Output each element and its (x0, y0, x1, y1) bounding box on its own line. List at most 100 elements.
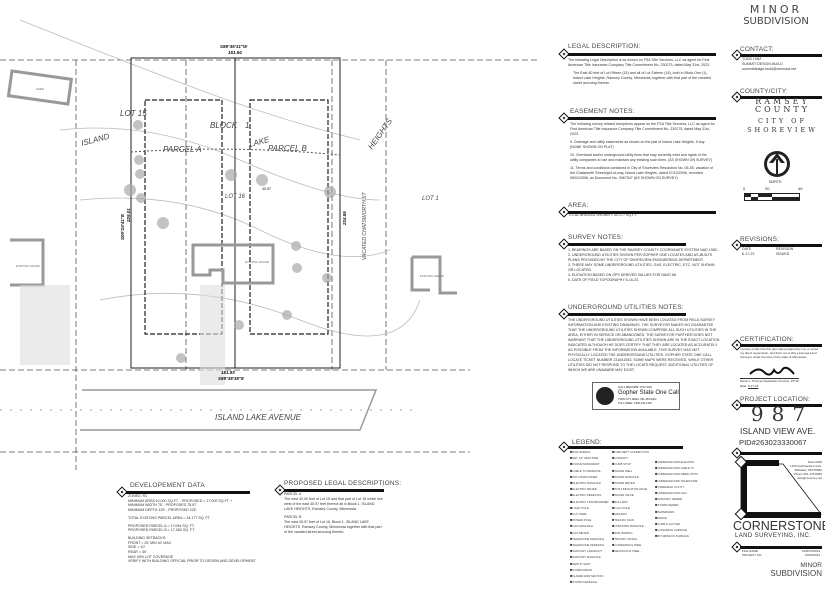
survey-notes-list: 1. BEARINGS ARE BASED ON THE RAMSEY COUN… (568, 248, 718, 283)
scale-tick: 40 (798, 186, 803, 191)
development-line: SIDE = 10' (128, 545, 146, 550)
file-label: FILE NAME (742, 549, 758, 553)
distance-east: 224.86 (342, 211, 347, 226)
legend-item: BITUMINOUS SURFACE (655, 533, 698, 539)
parcel-b-text: The east 45.97 feet of Lot 16, Block 1, … (284, 520, 382, 534)
company-sub: LAND SURVEYING, INC. (735, 533, 812, 539)
legend-col2: FIRE DEPT. CONNECTIONHYDRANTCURB STOPWAT… (612, 449, 649, 554)
easement-text: The following survey related exceptions … (570, 122, 715, 184)
legend-item: SEPTIC VENT (570, 561, 609, 567)
label-lot16: LOT 16 (225, 194, 246, 200)
legend-item: OVERHEAD UTILITY (655, 484, 698, 490)
scale-tick: 0 (743, 186, 746, 191)
address-line: dan@cssurvey.net (797, 476, 822, 480)
legend-item: LIGHT POLE (570, 505, 609, 511)
legend-item: TRAFFIC SIGNAL (612, 536, 649, 542)
legend-item: CABLE TV PEDESTAL (570, 468, 609, 474)
parcel-a-text: The east 40.00 feet of Lot 15 and that p… (284, 497, 383, 511)
legend-item: GUY WIRE (570, 511, 609, 517)
legend-col1: SOIL BORINGSET 1/2" IRON PIPEFOUND MONUM… (570, 449, 609, 585)
development-line: MINIMUM WIDTH 75' - PROPOSED 75.97' (128, 503, 197, 508)
address-line: Suite #200 (807, 460, 822, 464)
shed-label: SHED (36, 87, 44, 91)
legend-item: STORM DRAIN (570, 567, 609, 573)
development-line: MAX 40% LOT COVERAGE (128, 554, 174, 559)
legend-item: HYDRANT (612, 455, 649, 461)
development-line: REAR = 30' (128, 550, 147, 555)
legend-item: CURB & GUTTER (655, 521, 698, 527)
legend-item: TELEPHONE PEDESTAL (570, 542, 609, 548)
legend-item: UNDERGROUND ELECTRIC (655, 459, 698, 465)
certification-heading: CERTIFICATION: (740, 336, 794, 343)
legend-item: GAS METER (570, 530, 609, 536)
development-line: PROPOSED PARCEL B = 17,083 SQ. FT. (128, 528, 196, 533)
cert-date: 6-17-23 (748, 384, 759, 388)
divider (568, 313, 686, 316)
legend-item: SANITARY MANHOLE (570, 554, 609, 560)
county-line2: COUNTY (754, 105, 811, 114)
area-heading: AREA: (568, 202, 589, 209)
cornerstone-logo (734, 456, 822, 520)
cert-date-label: Date: (740, 384, 748, 388)
legend-item: SOIL BORING (612, 530, 649, 536)
legend-item: STORM MANHOLE (570, 579, 609, 585)
contact-email: summitdesign-build@comcast.net (742, 67, 796, 71)
easement-intro: The following survey related exceptions … (570, 122, 715, 136)
easement-item: 9. Drainage and utility easements as sho… (570, 140, 706, 149)
survey-notes-heading: SURVEY NOTES: (568, 234, 624, 241)
revisions-heading: REVISIONS: (740, 236, 780, 243)
label-road: ISLAND LAKE AVENUE (215, 413, 302, 422)
legend-item: SANITARY CLEANOUT (570, 548, 609, 554)
rev-date: 6-17-23 (742, 252, 755, 256)
legend-item: FENCE (655, 515, 698, 521)
gopher-small: CALL BEFORE YOU DIG (618, 385, 653, 389)
bearing-north: S89°36'31"W (220, 44, 248, 49)
existing-house-label: EXISTING HOUSE (245, 260, 269, 264)
rev-col-rev: REVISION (776, 247, 794, 251)
legend-item: CONCRETE SURFACE (655, 527, 698, 533)
easement-item: 10. Overhead and/or underground utility … (570, 153, 712, 162)
development-heading: DEVELOPEMENT DATA (130, 482, 205, 489)
legend-item: WATER WELL (612, 468, 649, 474)
legend-col3: UNDERGROUND ELECTRICUNDERGROUND CABLE TV… (655, 459, 698, 540)
gopher-line2: TOLL FREE: 1-800-252-1166 (618, 402, 652, 405)
footer-title: MINOR SUBDIVISION (745, 562, 822, 578)
city-line2: SHOREVIEW (747, 126, 818, 134)
legend-item: BOLLARD (612, 499, 649, 505)
contact-company: SUMMIT DESIGN-BUILD (742, 62, 783, 66)
development-line: BUILDING SETBACKS: (128, 535, 167, 540)
project-no-label: PROJECT NO. (742, 553, 763, 557)
distance-west: 225.01 (126, 208, 131, 223)
survey-note: 2. UNDERGROUND UTILITIES SHOWN PER GOPHE… (568, 253, 713, 262)
legend-item: WATER METER (612, 480, 649, 486)
certification-text: I hereby certify that this plan was prep… (740, 347, 819, 359)
label-lot15: LOT 15 (120, 109, 147, 118)
title-line2: SUBDIVISION (743, 16, 809, 27)
scale-tick: 20 (765, 186, 770, 191)
utilities-text: THE UNDERGROUND UTILITIES SHOWN HAVE BEE… (568, 318, 720, 372)
legend-item: GAS MANHOLE (570, 523, 609, 529)
utilities-heading: UNDERGROUND UTILITIES NOTES: (568, 304, 684, 311)
divider (740, 404, 822, 407)
divider (568, 446, 683, 449)
legend-item: MAILBOX (612, 511, 649, 517)
north-label: NORTH (769, 180, 782, 184)
legal-p2: The East 40 feet of Lot Fifteen (15) and… (573, 71, 711, 85)
legend-item: FLARED END SECTION (570, 573, 609, 579)
file-name: SURVSUM13 (801, 549, 820, 553)
legend-item: ELECTRIC PEDESTAL (570, 492, 609, 498)
distance-south: 151.93 (221, 370, 235, 375)
development-line: PROPOSED PARCEL A = 17,094 SQ. FT. (128, 523, 195, 528)
label-lot1: LOT 1 (422, 196, 439, 202)
development-line: ZONED: R1 (128, 494, 148, 498)
title-line1: MINOR (749, 3, 803, 16)
development-line: MINIMUM DEPTH 125' - PROPOSED 225' (128, 508, 197, 513)
gopher-name: Gopher State One Call (618, 390, 679, 396)
county-line1: RAMSEY (755, 97, 810, 106)
divider (126, 491, 250, 494)
